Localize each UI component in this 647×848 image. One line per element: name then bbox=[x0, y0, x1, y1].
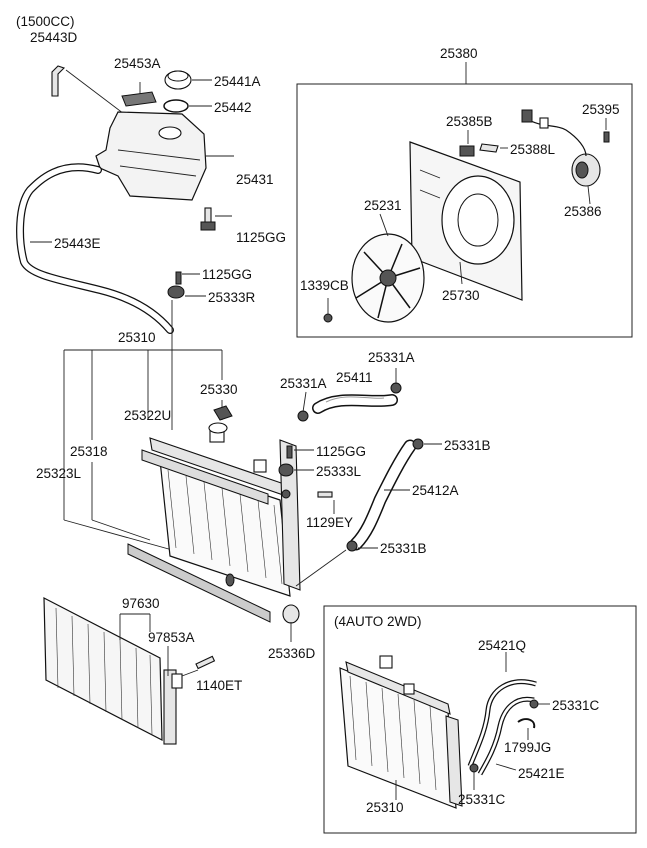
part-label: 25386 bbox=[564, 204, 602, 219]
clamp-25333R bbox=[167, 285, 185, 299]
part-label: 25421Q bbox=[478, 638, 526, 653]
variant-label-auto: (4AUTO 2WD) bbox=[334, 614, 422, 629]
connector-25385B bbox=[459, 145, 475, 157]
part-label: 25421E bbox=[518, 766, 565, 781]
part-label: 25310 bbox=[366, 800, 404, 815]
motor-25386 bbox=[571, 153, 601, 187]
radiator-auto-25310 bbox=[339, 655, 463, 809]
radiator-25310 bbox=[127, 422, 301, 623]
variant-label-engine: (1500CC) bbox=[16, 14, 75, 29]
part-label: 25411 bbox=[336, 370, 373, 385]
part-label: 1125GG bbox=[236, 230, 286, 245]
part-label: 25443D bbox=[30, 30, 78, 45]
clamp-25331B-b bbox=[346, 540, 358, 552]
part-label: 25395 bbox=[582, 102, 620, 117]
hose-25443D bbox=[51, 65, 66, 97]
fan-25231 bbox=[351, 233, 425, 323]
wiring-harness bbox=[525, 117, 587, 157]
clip-1799JG bbox=[517, 718, 536, 729]
auto-2wd-box bbox=[323, 605, 637, 834]
part-label: 1140ET bbox=[196, 678, 242, 693]
part-label: 25443E bbox=[54, 236, 101, 251]
bolt-1140ET bbox=[195, 655, 216, 670]
part-label: 1125GG bbox=[202, 267, 252, 282]
part-label: 97630 bbox=[122, 596, 160, 611]
part-label: 25318 bbox=[70, 444, 108, 459]
pad-25453A bbox=[121, 91, 157, 107]
part-label: 25333L bbox=[316, 464, 362, 479]
part-label: 25331A bbox=[280, 376, 327, 391]
cap-25330 bbox=[213, 405, 233, 421]
nut-1339CB bbox=[323, 313, 333, 323]
gasket-25442 bbox=[163, 99, 189, 113]
fan-assembly-box bbox=[296, 83, 633, 338]
part-label: 25336D bbox=[268, 646, 316, 661]
part-label: 25331B bbox=[380, 541, 427, 556]
part-label: 25231 bbox=[364, 198, 402, 213]
part-label: 25333R bbox=[208, 290, 256, 305]
part-label: 25331C bbox=[552, 698, 600, 713]
part-label: 1799JG bbox=[504, 740, 551, 755]
part-label: 25323L bbox=[36, 466, 82, 481]
part-label: 25730 bbox=[442, 288, 480, 303]
clip-25388L bbox=[479, 143, 499, 153]
condenser-97630 bbox=[43, 597, 183, 745]
part-label: 25431 bbox=[236, 172, 274, 187]
part-label: 25330 bbox=[200, 382, 238, 397]
clamp-25331C-a bbox=[529, 699, 539, 709]
part-label: 25412A bbox=[412, 483, 459, 498]
bolt-1125GG-b bbox=[175, 271, 182, 285]
part-label: 25322U bbox=[124, 408, 171, 423]
part-label: 25453A bbox=[114, 56, 161, 71]
part-label: 25442 bbox=[214, 100, 252, 115]
part-label: 25331C bbox=[458, 792, 506, 807]
part-label: 25388L bbox=[510, 142, 556, 157]
part-label: 25441A bbox=[214, 74, 261, 89]
part-label: 1339CB bbox=[300, 278, 349, 293]
part-label: 97853A bbox=[148, 630, 195, 645]
part-label: 1129EY bbox=[306, 515, 353, 530]
part-label: 25331B bbox=[444, 438, 491, 453]
bolt-1129EY bbox=[317, 491, 333, 498]
drain-plug-25336D bbox=[282, 604, 300, 624]
part-label: 25385B bbox=[446, 114, 493, 129]
clamp-25331C-b bbox=[469, 763, 479, 773]
clamp-25331A-b bbox=[390, 382, 402, 394]
bolt-25395 bbox=[603, 131, 610, 143]
part-label: 25380 bbox=[440, 46, 478, 61]
part-label: 25331A bbox=[368, 350, 415, 365]
part-label: 1125GG bbox=[316, 444, 366, 459]
part-label: 25310 bbox=[118, 330, 156, 345]
clamp-25331B-a bbox=[412, 438, 424, 450]
bolt-1125GG-c bbox=[286, 445, 293, 459]
clamp-25331A-a bbox=[297, 410, 309, 422]
shroud-25730 bbox=[409, 141, 523, 301]
reservoir-25431 bbox=[95, 111, 207, 201]
clamp-25333L bbox=[278, 463, 294, 477]
